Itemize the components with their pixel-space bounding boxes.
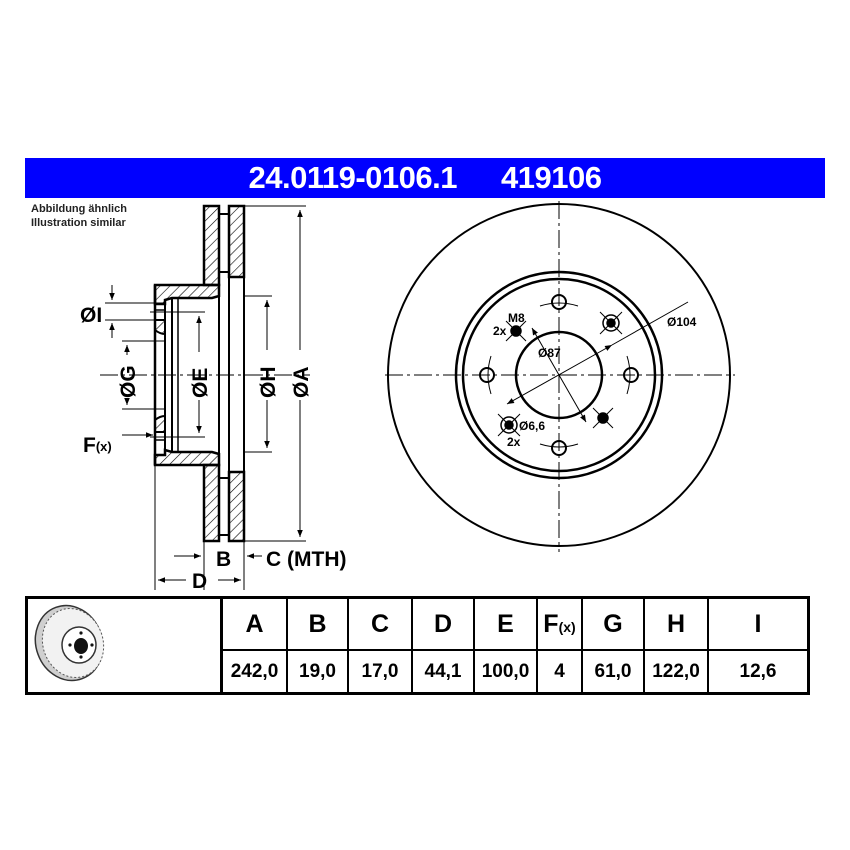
label-bolt-circle: Ø104 — [667, 315, 697, 329]
col-header-A: A — [220, 596, 288, 652]
col-header-F: F(x) — [536, 596, 583, 652]
col-header-G: G — [581, 596, 645, 652]
value-A: 242,0 — [220, 649, 288, 695]
label-dia-E: ØE — [189, 368, 212, 398]
hub-flange-top — [153, 283, 221, 306]
dimensions-table: A B C D E F(x) G H I 242,0 19,0 17,0 44,… — [25, 596, 810, 695]
value-H: 122,0 — [643, 649, 709, 695]
label-dia-I: ØI — [80, 304, 102, 327]
col-header-C: C — [347, 596, 413, 652]
label-thread: M8 — [508, 311, 525, 325]
col-header-I: I — [707, 596, 810, 652]
col-header-B: B — [286, 596, 349, 652]
table-header-row: A B C D E F(x) G H I — [25, 596, 810, 695]
illustration-note: Abbildung ähnlich Illustration similar — [31, 202, 127, 230]
note-english: Illustration similar — [31, 217, 126, 229]
reference-number: 419106 — [501, 160, 602, 195]
technical-drawing: ØI ØG ØE ØH ØA F(x) B C (MTH) D — [80, 201, 735, 590]
label-dia-A: ØA — [290, 367, 313, 399]
value-G: 61,0 — [581, 649, 645, 695]
label-B: B — [216, 548, 231, 571]
threaded-holes — [497, 311, 623, 437]
title-banner: 24.0119-0106.1 419106 — [25, 158, 825, 198]
col-header-E: E — [473, 596, 538, 652]
label-dia-G: ØG — [117, 365, 140, 398]
value-E: 100,0 — [473, 649, 538, 695]
value-B: 19,0 — [286, 649, 349, 695]
value-F: 4 — [536, 649, 583, 695]
open-holes — [479, 294, 639, 456]
label-hole-dia: Ø6,6 — [519, 419, 545, 433]
value-D: 44,1 — [411, 649, 475, 695]
label-hole-count: 2x — [507, 435, 521, 449]
col-header-D: D — [411, 596, 475, 652]
table-value-row: 242,0 19,0 17,0 44,1 100,0 4 61,0 122,0 … — [27, 649, 810, 695]
right-friction-plate — [227, 204, 246, 279]
label-dia-H: ØH — [257, 367, 280, 399]
label-center-bore: Ø87 — [538, 346, 561, 360]
label-D: D — [192, 570, 207, 590]
hub-flange-bottom — [153, 448, 221, 467]
front-view — [385, 201, 735, 552]
note-german: Abbildung ähnlich — [31, 203, 127, 215]
value-I: 12,6 — [707, 649, 810, 695]
section-view — [100, 204, 310, 590]
label-C: C (MTH) — [266, 548, 346, 571]
part-number: 24.0119-0106.1 — [248, 160, 458, 195]
disc-thumbnail — [25, 596, 223, 695]
left-friction-plate — [202, 204, 221, 287]
col-header-H: H — [643, 596, 709, 652]
label-F: F(x) — [83, 434, 112, 457]
value-C: 17,0 — [347, 649, 413, 695]
label-thread-count: 2x — [493, 324, 507, 338]
brake-disc-icon — [34, 604, 105, 682]
